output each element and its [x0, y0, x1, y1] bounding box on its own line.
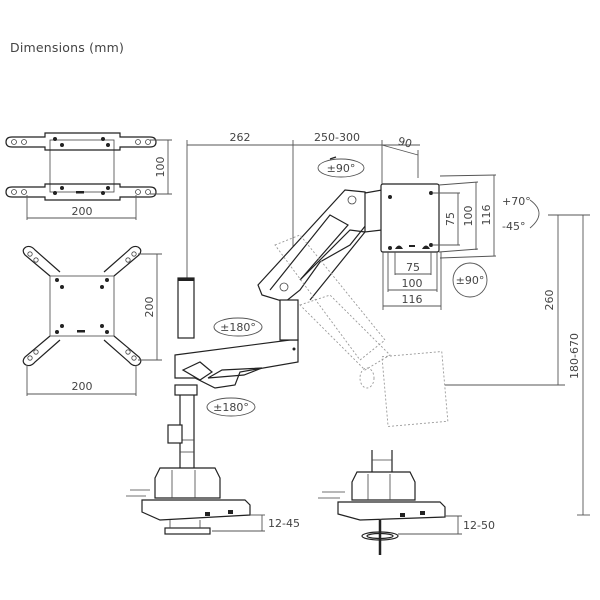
desk-clamp: [126, 467, 251, 535]
swivel-indicator: ±90°: [452, 262, 488, 298]
tilt-up-label: +70°: [502, 195, 531, 208]
base-rotation-label: ±180°: [213, 401, 249, 414]
grommet-mount: [318, 450, 446, 555]
swivel-label: ±90°: [456, 274, 485, 287]
lower-arm: [174, 339, 299, 396]
arm-lowered-ghost: [274, 234, 449, 427]
head-rotation-label: ±90°: [327, 162, 356, 175]
monitor-vesa-head: [380, 183, 440, 253]
vesa-horizontal-75: 75: [406, 261, 420, 274]
elbow-rotation-label: ±180°: [220, 321, 256, 334]
head-vesa-vertical-dimensions: 75 100 116: [432, 174, 497, 259]
vesa-vertical-75: 75: [444, 212, 457, 226]
head-rotation-indicator: ±90°: [317, 156, 365, 178]
vesa-small-width-label: 200: [72, 205, 93, 218]
head-depth-label: 90: [396, 135, 413, 151]
tilt-down-label: -45°: [502, 220, 525, 233]
grommet-dimension: 12-50: [398, 515, 495, 535]
grommet-range-label: 12-50: [463, 519, 495, 532]
vesa-horizontal-100: 100: [402, 277, 423, 290]
desk-clamp-dimension: 12-45: [212, 514, 300, 532]
head-vesa-horizontal-dimensions: 75 100 116: [382, 252, 442, 310]
pole-to-elbow-label: 262: [230, 131, 251, 144]
vesa-vertical-116: 116: [480, 205, 493, 226]
arm-reach-dimensions: 262 250-300 90: [186, 131, 420, 278]
vertical-travel-label: 260: [543, 290, 556, 311]
vesa-large-dimensions: 200 200: [26, 253, 162, 396]
diagram-title: Dimensions (mm): [10, 40, 125, 55]
overall-height-label: 180-670: [568, 333, 581, 379]
elbow-rotation-indicator: ±180°: [213, 317, 263, 337]
desk-clamp-range-label: 12-45: [268, 517, 300, 530]
vesa-vertical-100: 100: [462, 206, 475, 227]
vesa-large-height-label: 200: [143, 297, 156, 318]
tilt-indicator: +70° -45°: [502, 195, 540, 233]
vesa-adapter-plate-small: [5, 132, 157, 201]
vesa-large-width-label: 200: [72, 380, 93, 393]
upper-arm: [257, 189, 383, 341]
vesa-small-height-label: 100: [154, 157, 167, 178]
base-rotation-indicator: ±180°: [206, 397, 256, 417]
vesa-small-dimensions: 100 200: [26, 139, 172, 220]
height-dimensions: 260 180-670: [445, 214, 590, 516]
vesa-horizontal-116: 116: [402, 293, 423, 306]
vesa-adapter-plate-large: [22, 245, 142, 367]
mount-pole: [167, 277, 195, 470]
elbow-to-head-label: 250-300: [314, 131, 360, 144]
